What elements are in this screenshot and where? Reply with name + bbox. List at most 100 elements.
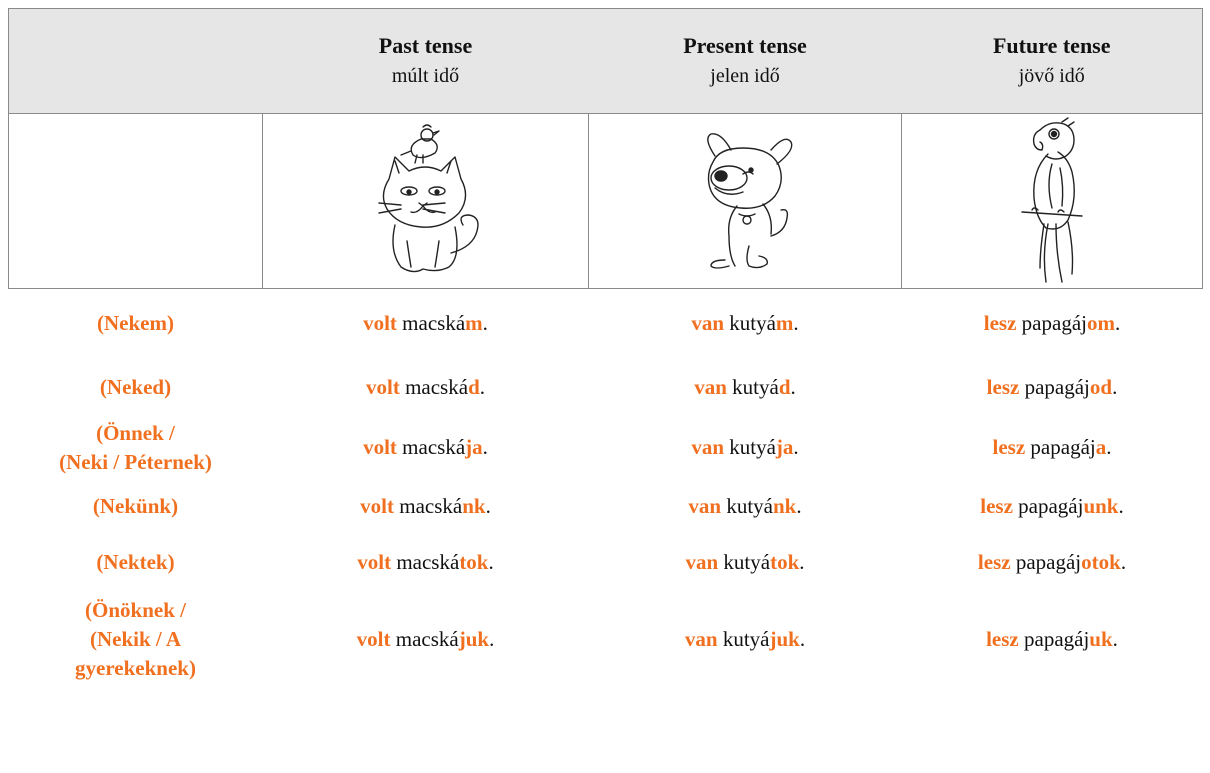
header-row: Past tense múlt idő Present tense jelen …	[8, 8, 1203, 114]
suffix: d	[468, 375, 480, 399]
suffix: tok	[459, 550, 489, 574]
period: .	[1114, 311, 1121, 336]
verb: van	[685, 550, 719, 574]
past-form: volt macskánk.	[263, 479, 589, 535]
suffix: nk	[772, 494, 797, 518]
conjugation-row: (Nekünk) volt macskánk. van kutyánk. les…	[9, 479, 1203, 535]
present-form: van kutyám.	[589, 289, 902, 359]
present-form: van kutyájuk.	[589, 591, 902, 689]
suffix: uk	[1089, 627, 1113, 651]
suffix: juk	[769, 627, 800, 651]
past-form: volt macskád.	[263, 359, 589, 417]
period: .	[479, 375, 485, 399]
verb: lesz	[977, 550, 1011, 574]
verb: volt	[363, 311, 397, 336]
pronoun-cell: (Nekem)	[97, 311, 174, 336]
period: .	[796, 494, 802, 518]
past-form: volt macskátok.	[263, 535, 589, 591]
verb: lesz	[980, 494, 1013, 518]
present-form: van kutyája.	[589, 417, 902, 479]
noun-stem: papagáj	[1021, 311, 1087, 336]
suffix: m	[465, 311, 483, 336]
verb: van	[694, 375, 727, 399]
period: .	[485, 494, 491, 518]
noun-stem: papagáj	[1015, 550, 1082, 574]
conjugation-row: (Nektek) volt macskátok. van kutyátok. l…	[9, 535, 1203, 591]
cat-with-bird-icon	[377, 124, 479, 273]
noun-stem: macská	[402, 311, 466, 336]
column-subtitle: múlt idő	[391, 65, 460, 87]
pronoun-cell: (Önnek / (Neki / Péternek)	[59, 420, 212, 474]
noun-stem: papagáj	[1018, 494, 1084, 518]
suffix: otok	[1081, 550, 1121, 574]
noun-stem: macská	[402, 435, 466, 459]
noun-stem: macská	[405, 375, 469, 399]
verb: van	[684, 627, 718, 651]
present-form: van kutyátok.	[589, 535, 902, 591]
period: .	[488, 550, 494, 574]
past-form: volt macskám.	[263, 289, 589, 359]
period: .	[482, 435, 488, 459]
noun-stem: kutyá	[726, 494, 773, 518]
verb: lesz	[983, 311, 1017, 336]
period: .	[790, 375, 796, 399]
period: .	[489, 627, 495, 651]
period: .	[793, 435, 799, 459]
suffix: ja	[775, 435, 794, 459]
suffix: nk	[462, 494, 486, 518]
noun-stem: kutyá	[722, 627, 770, 651]
dog-illustration-cell	[588, 113, 902, 289]
present-form: van kutyánk.	[589, 479, 902, 535]
pronoun-cell: (Nektek)	[96, 550, 175, 574]
period: .	[793, 311, 799, 336]
verb: lesz	[992, 435, 1026, 459]
future-form: lesz papagájotok.	[902, 535, 1203, 591]
future-form: lesz papagájod.	[902, 359, 1203, 417]
suffix: unk	[1083, 494, 1119, 518]
column-subtitle: jelen idő	[710, 65, 780, 87]
illustration-empty-cell	[8, 113, 263, 289]
period: .	[1112, 375, 1118, 399]
column-subtitle: jövő idő	[1018, 65, 1085, 87]
period: .	[1118, 494, 1124, 518]
suffix: juk	[458, 627, 490, 651]
present-form: van kutyád.	[589, 359, 902, 417]
period: .	[1112, 627, 1118, 651]
column-title: Present tense	[683, 33, 807, 58]
period: .	[799, 550, 805, 574]
suffix: tok	[770, 550, 800, 574]
verb: van	[691, 435, 725, 459]
suffix: om	[1086, 311, 1115, 336]
parrot-illustration-cell	[901, 113, 1203, 289]
verb: volt	[357, 550, 392, 574]
cat-illustration-cell	[262, 113, 589, 289]
pronoun-cell: (Nekünk)	[92, 494, 179, 518]
verb: lesz	[986, 375, 1020, 399]
period: .	[482, 311, 488, 336]
verb: van	[691, 311, 725, 336]
column-title: Future tense	[992, 33, 1111, 58]
past-form: volt macskájuk.	[263, 591, 589, 689]
illustration-row	[8, 113, 1203, 289]
conjugation-table: Past tense múlt idő Present tense jelen …	[8, 8, 1203, 689]
future-form: lesz papagájuk.	[902, 591, 1203, 689]
noun-stem: papagáj	[1024, 627, 1090, 651]
suffix: a	[1095, 435, 1107, 459]
verb: volt	[363, 435, 397, 459]
verb: van	[688, 494, 722, 518]
verb: volt	[366, 375, 400, 399]
noun-stem: macská	[399, 494, 463, 518]
verb: lesz	[986, 627, 1019, 651]
period: .	[1106, 435, 1112, 459]
suffix: ja	[465, 435, 483, 459]
suffix: d	[778, 375, 791, 399]
pronoun-cell: (Önöknek / (Nekik / A gyerekeknek)	[75, 598, 196, 680]
noun-stem: macská	[395, 627, 459, 651]
period: .	[799, 627, 806, 651]
conjugation-row: (Önnek / (Neki / Péternek) volt macskája…	[9, 417, 1203, 479]
period: .	[1120, 550, 1127, 574]
noun-stem: kutyá	[729, 311, 776, 336]
suffix: m	[775, 311, 794, 336]
noun-stem: kutyá	[729, 435, 776, 459]
dog-icon	[707, 133, 793, 269]
